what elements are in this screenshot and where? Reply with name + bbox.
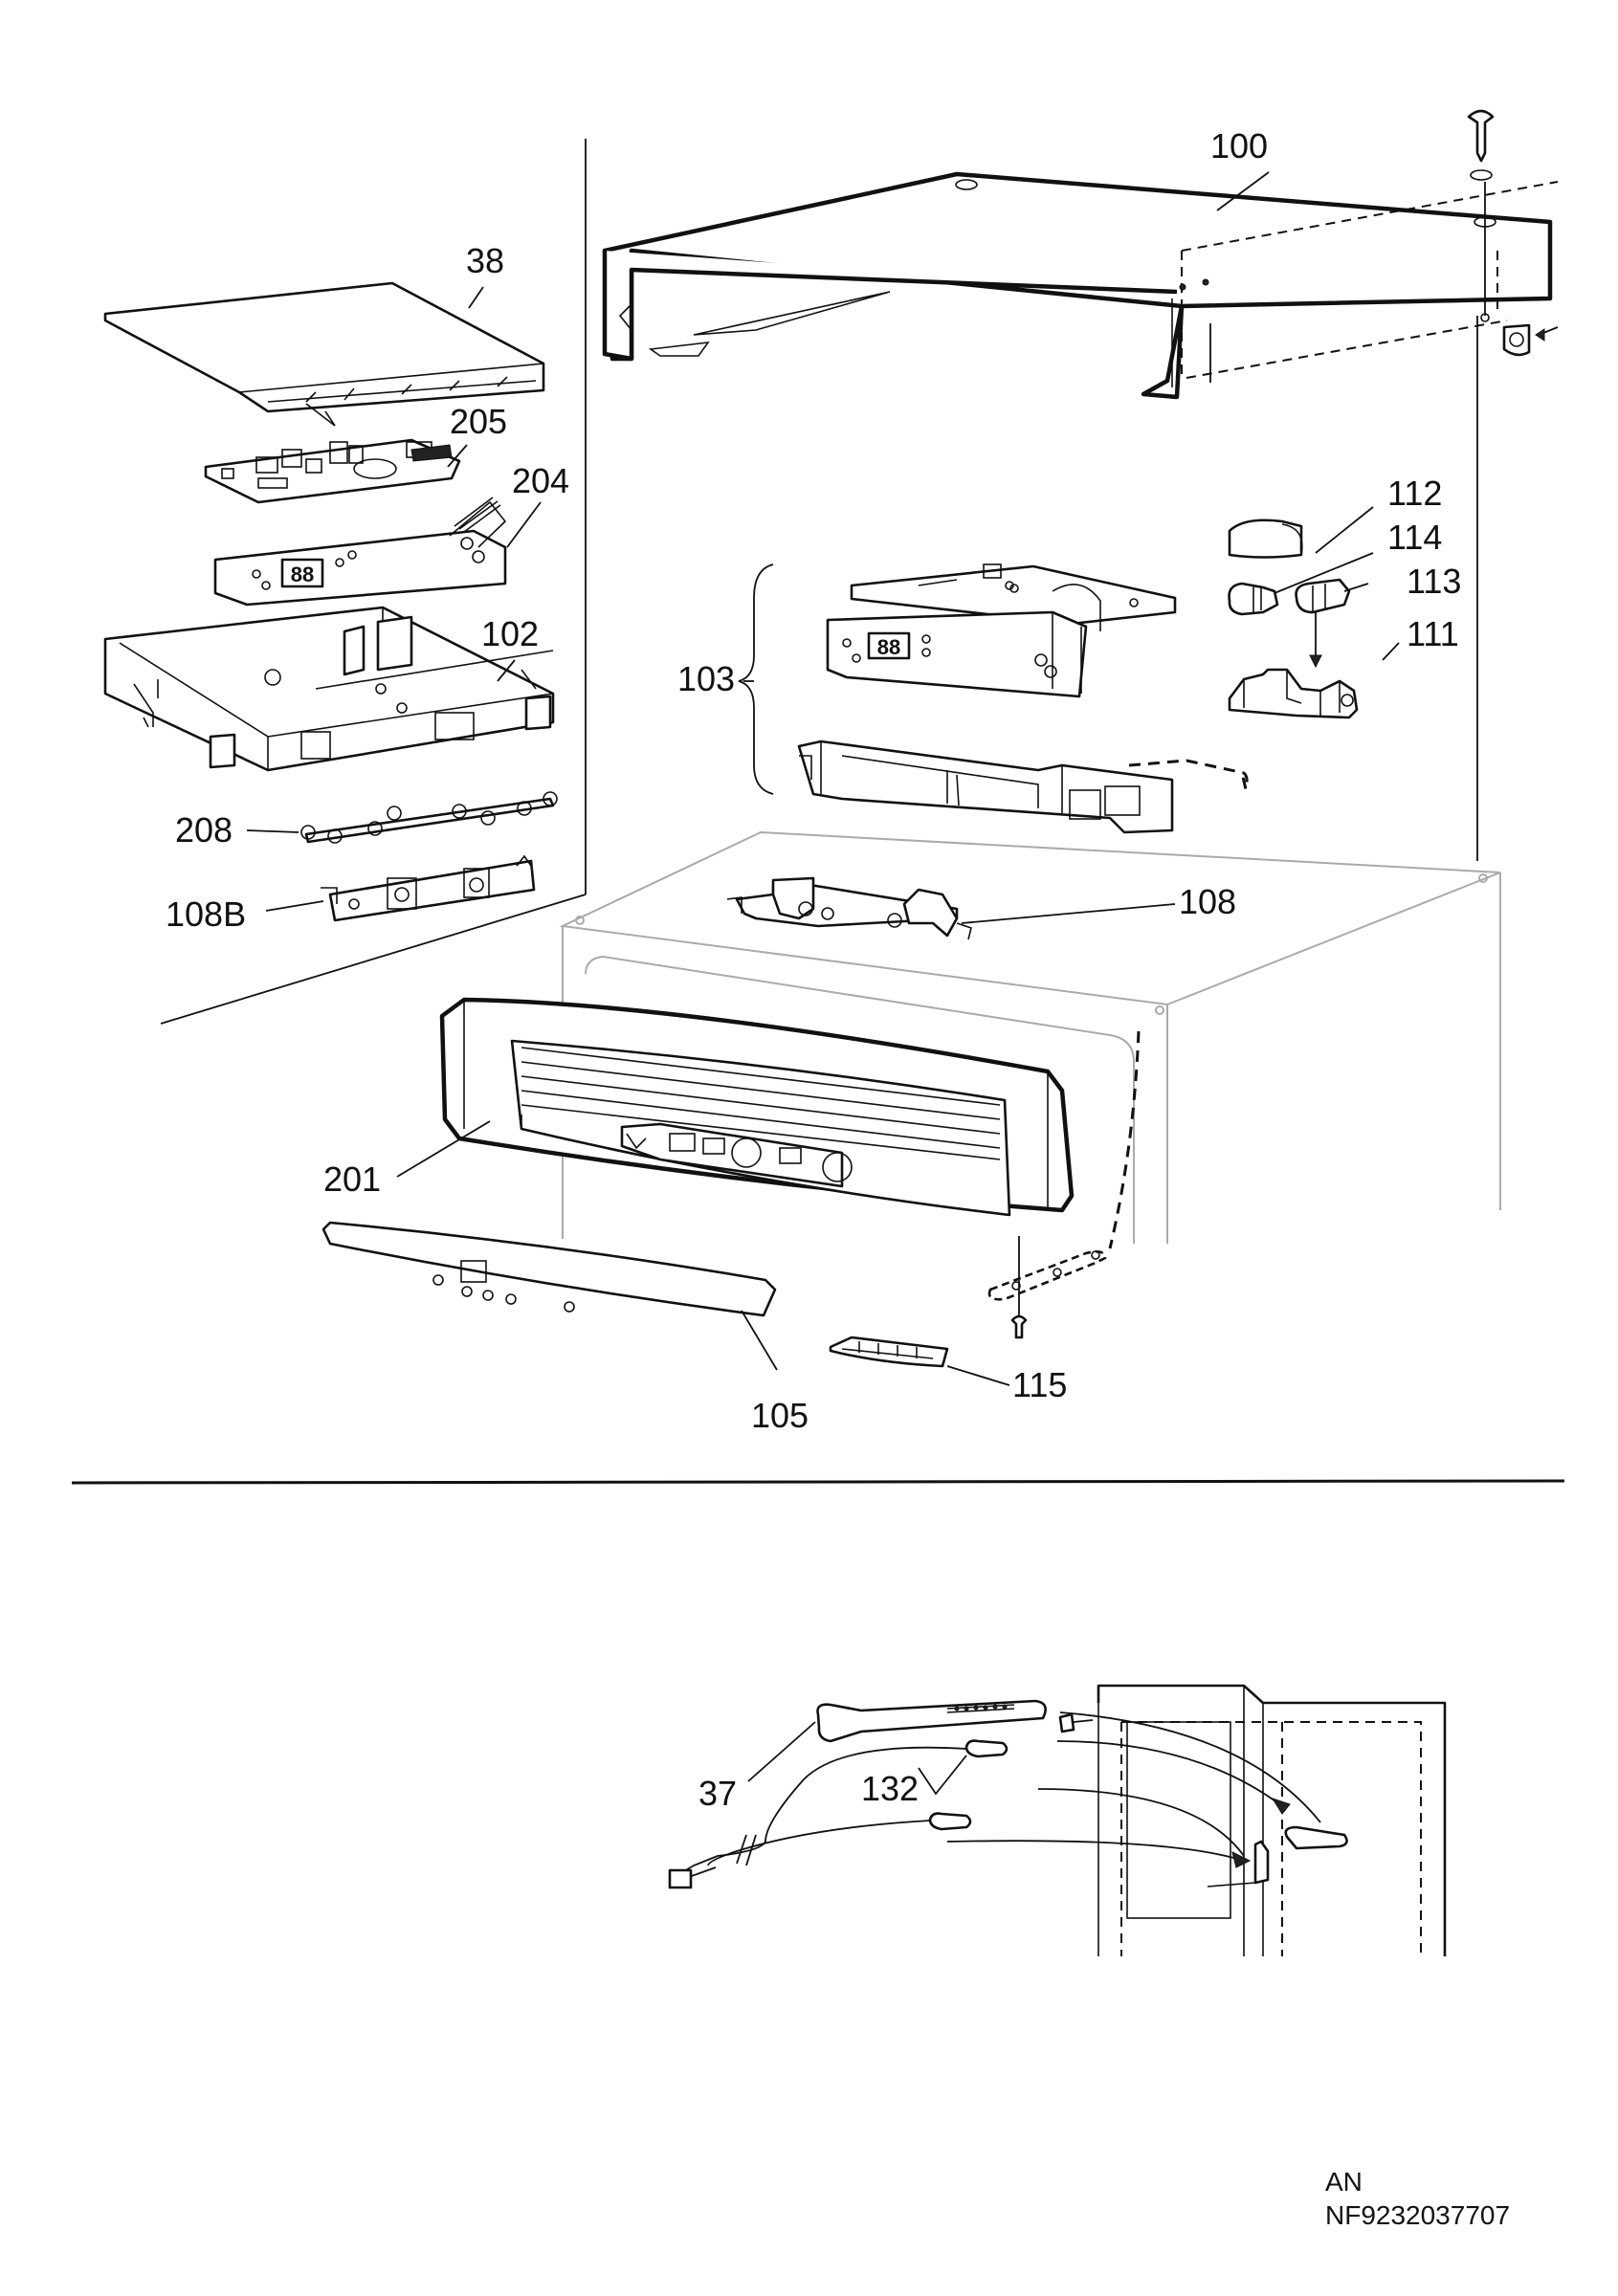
sensor-section: [668, 1684, 1447, 1956]
part-108-switch-bracket: [726, 876, 1176, 940]
part-205-main-pcb: [204, 438, 468, 504]
label-108: 108: [1179, 882, 1236, 921]
hinge-plate: [987, 1030, 1141, 1339]
label-37: 37: [698, 1774, 737, 1813]
lamp-assembly: [1228, 506, 1400, 719]
label-102: 102: [481, 614, 539, 653]
label-108b: 108B: [166, 894, 246, 934]
frame-lines: [71, 139, 1565, 1485]
label-111: 111: [1407, 614, 1459, 653]
document-number: NF9232037707: [1325, 2200, 1510, 2230]
callout-labels: 100 38 205 204 102 208 108B 112 114 113 …: [166, 126, 1461, 1813]
label-115: 115: [1012, 1365, 1067, 1404]
part-100-top-cover: [602, 109, 1559, 400]
label-113: 113: [1407, 562, 1461, 601]
document-reference: AN NF9232037707: [1325, 2167, 1510, 2230]
part-208-light-strip: [246, 791, 558, 844]
label-100: 100: [1210, 126, 1268, 166]
svg-text:88: 88: [877, 635, 900, 659]
label-204: 204: [512, 461, 569, 500]
label-103: 103: [677, 659, 735, 698]
label-205: 205: [450, 402, 507, 441]
part-38-cover-plate: [103, 281, 545, 427]
part-201-front-panel: [396, 997, 1075, 1217]
label-208: 208: [175, 810, 233, 850]
language-code: AN: [1325, 2167, 1363, 2197]
part-108b-switch-assembly: [265, 854, 536, 922]
label-105: 105: [751, 1396, 809, 1435]
part-103-control-unit: 88: [738, 563, 1249, 834]
part-102-housing-tray: [103, 606, 555, 772]
label-112: 112: [1387, 474, 1442, 513]
part-115-filter-cover: [829, 1336, 1010, 1386]
svg-text:88: 88: [291, 563, 314, 586]
part-204-display-pcb: 88: [213, 497, 542, 607]
label-132: 132: [861, 1769, 919, 1808]
label-114: 114: [1387, 518, 1442, 557]
part-105-decor-strip: [321, 1221, 778, 1371]
label-201: 201: [323, 1159, 381, 1199]
label-38: 38: [466, 241, 504, 280]
